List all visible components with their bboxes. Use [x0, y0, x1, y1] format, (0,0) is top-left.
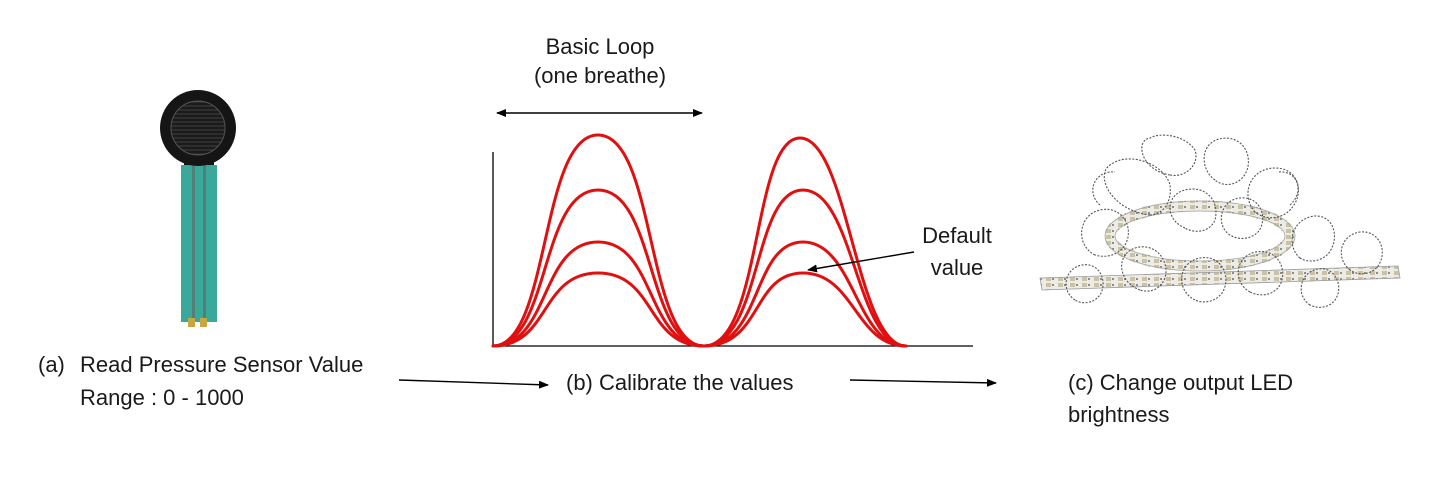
- default-value-label-line1: Default: [922, 223, 992, 248]
- wave-curve-default: [491, 271, 908, 348]
- bulb-outlines: [1065, 134, 1383, 308]
- sensor-stage-marker: (a): [38, 352, 65, 377]
- sensor-pin-left: [188, 318, 195, 327]
- default-value-label-line2: value: [930, 255, 984, 280]
- flow-arrow-a-to-b: [398, 379, 549, 389]
- basic-loop-label-line2: (one breathe): [533, 63, 667, 88]
- sensor-stage-range: Range : 0 - 1000: [80, 385, 244, 410]
- sensor-stage-title: Read Pressure Sensor Value: [80, 352, 364, 377]
- calibrate-stage-label: (b) Calibrate the values: [566, 370, 794, 395]
- sensor-tail: [181, 165, 217, 322]
- default-value-arrow: [807, 251, 915, 273]
- wave-curves: [491, 133, 908, 348]
- output-stage-label-line2: brightness: [1068, 402, 1170, 427]
- basic-loop-label-line1: Basic Loop: [545, 34, 655, 59]
- led-strip-ring: [1104, 200, 1296, 272]
- sensor-pin-right: [200, 318, 207, 327]
- flow-arrow-b-to-c: [849, 378, 997, 387]
- output-stage-label-line1: (c) Change output LED: [1068, 370, 1294, 395]
